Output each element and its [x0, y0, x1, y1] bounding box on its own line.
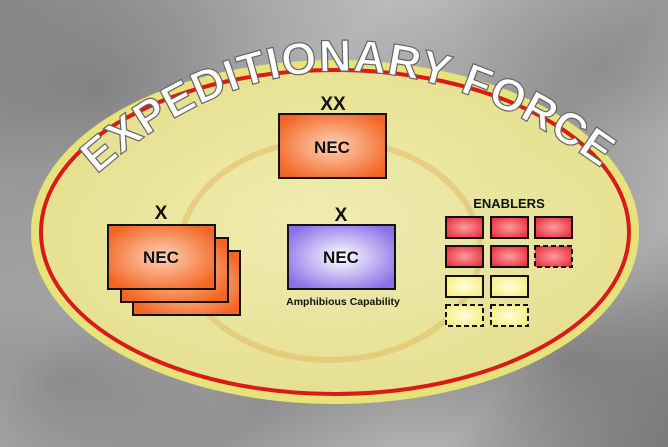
- amphibious-caption: Amphibious Capability: [286, 296, 400, 308]
- brigade-left-echelon: X: [155, 203, 168, 224]
- ellipse-outer-glow: [31, 60, 639, 404]
- enabler-block: [490, 275, 529, 298]
- enabler-block: [490, 304, 529, 327]
- enablers-title: ENABLERS: [473, 196, 545, 211]
- enabler-block: [445, 245, 484, 268]
- enabler-block: [534, 245, 573, 268]
- enabler-block: [445, 216, 484, 239]
- enablers-grid: [445, 216, 573, 327]
- brigade-left-nec-label: NEC: [143, 248, 179, 267]
- enabler-block: [445, 304, 484, 327]
- enabler-block: [445, 275, 484, 298]
- division-nec-label: NEC: [314, 138, 350, 157]
- division-nec-box: [278, 113, 387, 179]
- brigade-center-echelon: X: [335, 205, 348, 226]
- brigade-center-nec-box: [287, 224, 396, 290]
- division-echelon: XX: [320, 94, 346, 115]
- enabler-block: [490, 245, 529, 268]
- enabler-block: [534, 216, 573, 239]
- brigade-center-nec-label: NEC: [323, 248, 359, 267]
- enabler-block: [490, 216, 529, 239]
- brigade-left-nec-box: [107, 224, 216, 290]
